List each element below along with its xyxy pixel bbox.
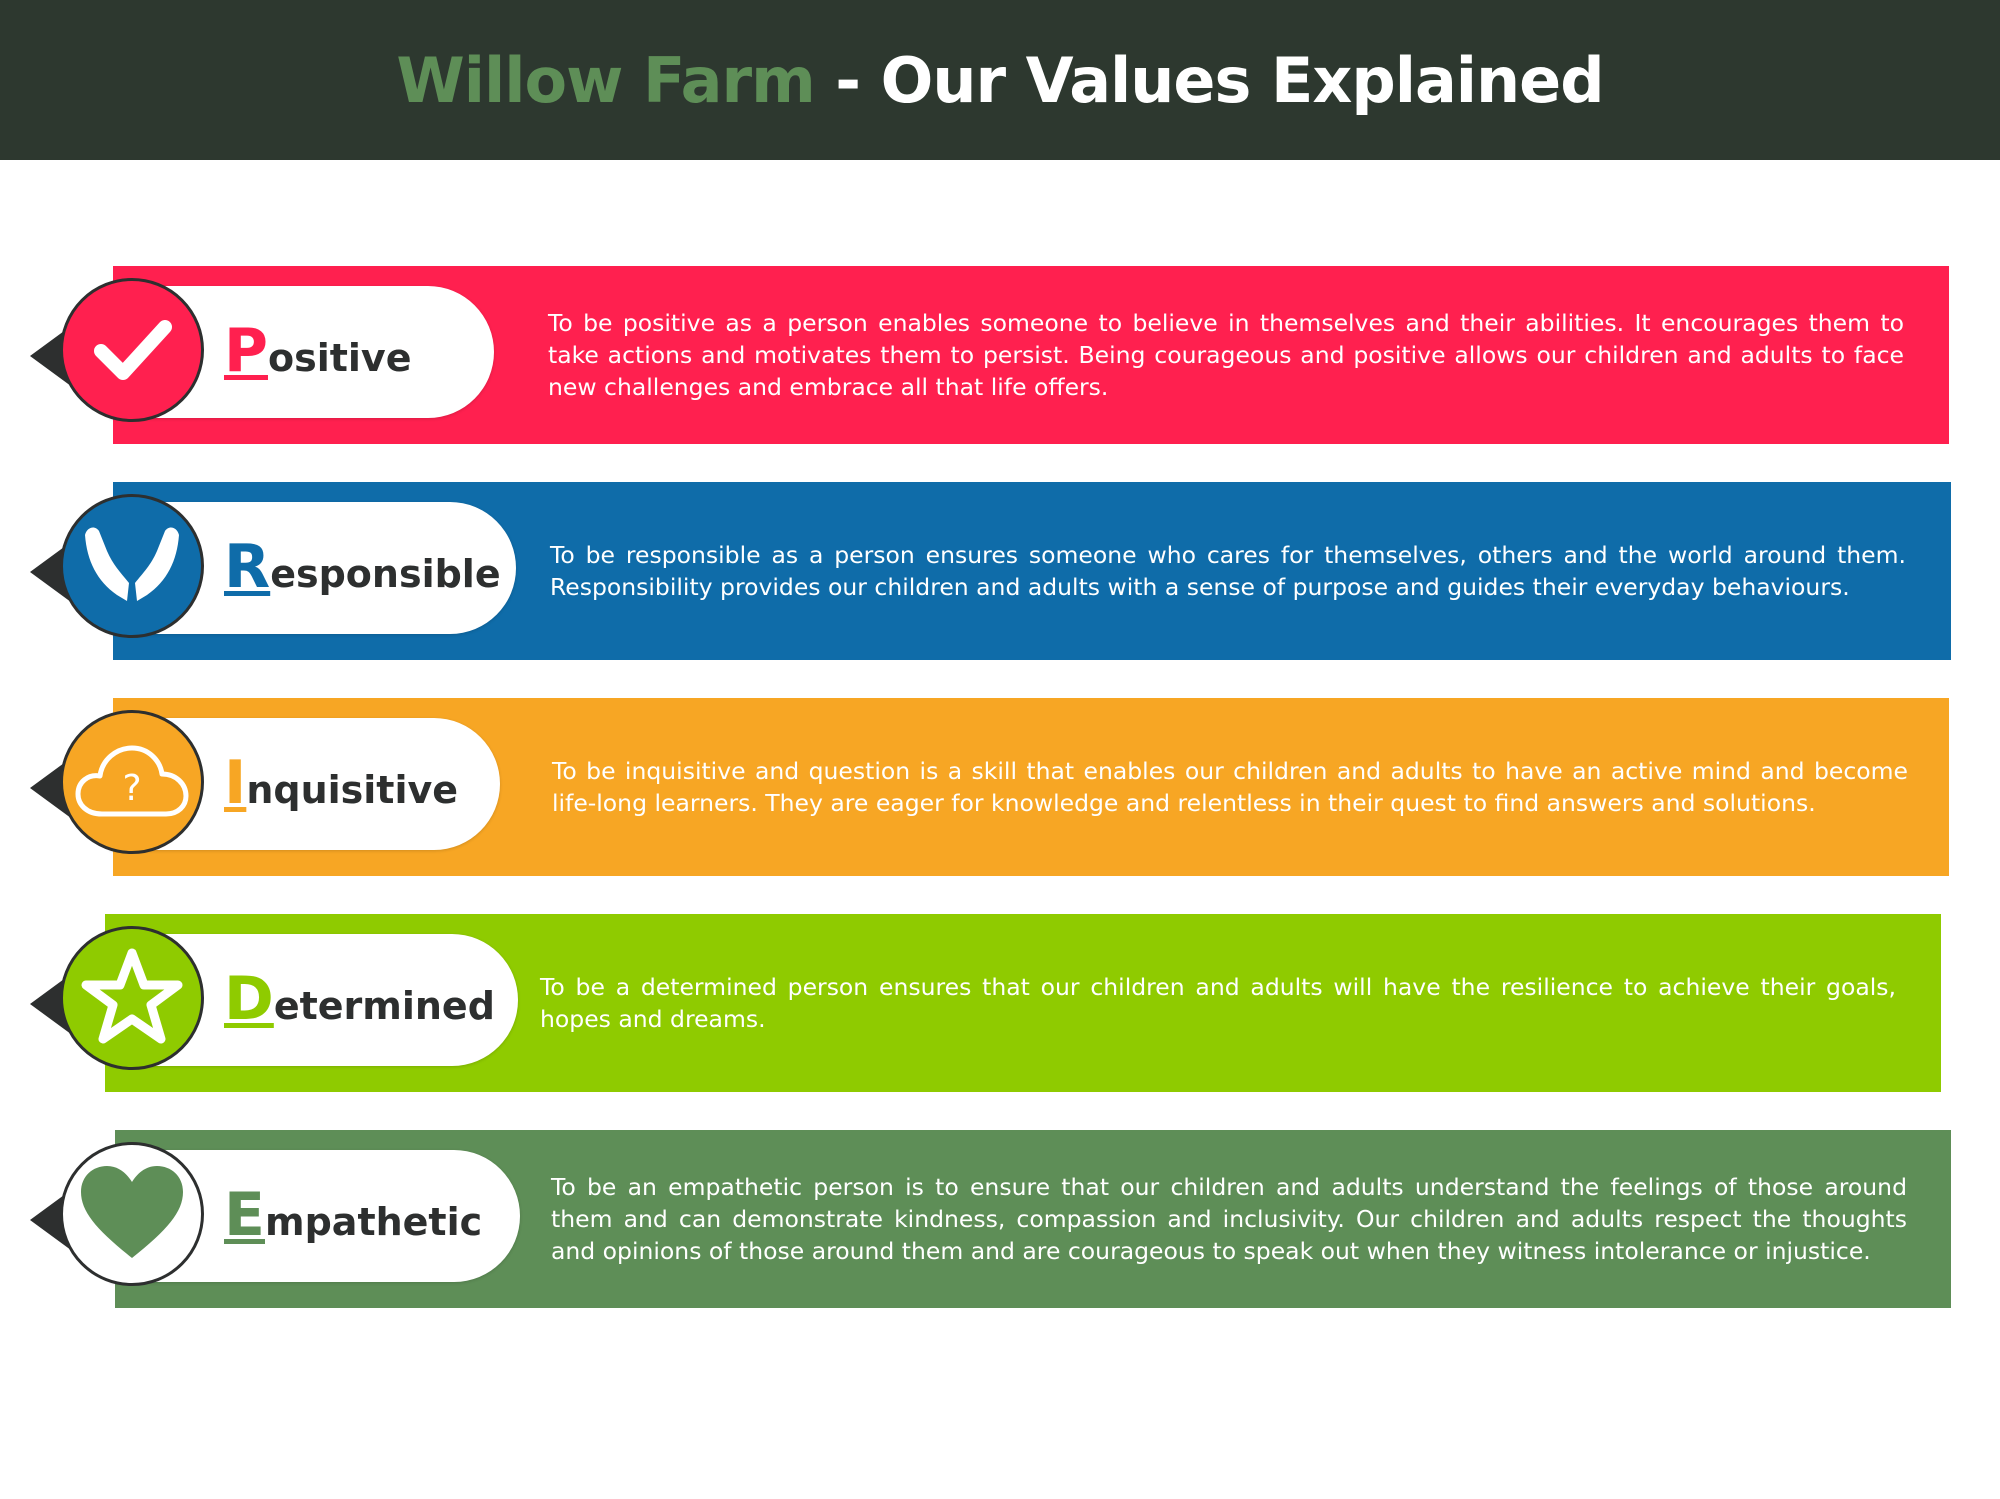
value-row-determined: Determined To be a determined person ens… [0,914,2000,1094]
value-title: Empathetic [224,1180,482,1250]
value-row-responsible: Responsible To be responsible as a perso… [0,482,2000,662]
brand-name: Willow Farm [396,43,815,117]
value-icon-badge [60,1142,204,1286]
value-title-rest: esponsible [270,552,501,596]
value-title-rest: etermined [273,984,495,1028]
title-text: Our Values Explained [880,43,1605,117]
value-icon-badge [60,926,204,1070]
value-description: To be responsible as a person ensures so… [550,482,1906,660]
value-title-rest: mpathetic [265,1200,483,1244]
value-icon-badge [60,278,204,422]
value-description-text: To be an empathetic person is to ensure … [551,1173,1907,1265]
value-description: To be inquisitive and question is a skil… [552,698,1908,876]
checkmark-icon [94,320,172,380]
question-cloud-icon: ? [75,745,189,817]
value-initial: E [224,1180,265,1250]
value-title: Inquisitive [224,748,458,818]
open-hands-icon [85,527,179,601]
value-icon-badge [60,494,204,638]
value-description-text: To be inquisitive and question is a skil… [552,757,1908,817]
value-initial: D [224,964,274,1034]
value-description: To be a determined person ensures that o… [540,914,1896,1092]
value-description: To be an empathetic person is to ensure … [551,1130,1907,1308]
value-initial: P [224,316,268,386]
value-row-positive: Positive To be positive as a person enab… [0,266,2000,446]
value-description-text: To be positive as a person enables someo… [548,309,1904,401]
value-title-rest: nquisitive [246,768,459,812]
value-row-empathetic: Empathetic To be an empathetic person is… [0,1130,2000,1310]
heart-icon [81,1166,183,1258]
page-header: Willow Farm - Our Values Explained [0,0,2000,160]
value-title: Responsible [224,532,501,602]
value-description-text: To be a determined person ensures that o… [540,973,1896,1033]
title-separator: - [814,43,881,117]
value-title: Positive [224,316,411,386]
value-description: To be positive as a person enables someo… [548,266,1904,444]
value-row-inquisitive: ? Inquisitive To be inquisitive and ques… [0,698,2000,878]
value-title: Determined [224,964,495,1034]
value-title-rest: ositive [267,336,412,380]
star-icon [81,948,183,1044]
svg-text:?: ? [122,768,141,809]
value-initial: I [224,748,247,818]
value-description-text: To be responsible as a person ensures so… [550,541,1906,601]
value-initial: R [224,532,271,602]
value-icon-badge: ? [60,710,204,854]
page-title: Willow Farm - Our Values Explained [396,43,1605,117]
